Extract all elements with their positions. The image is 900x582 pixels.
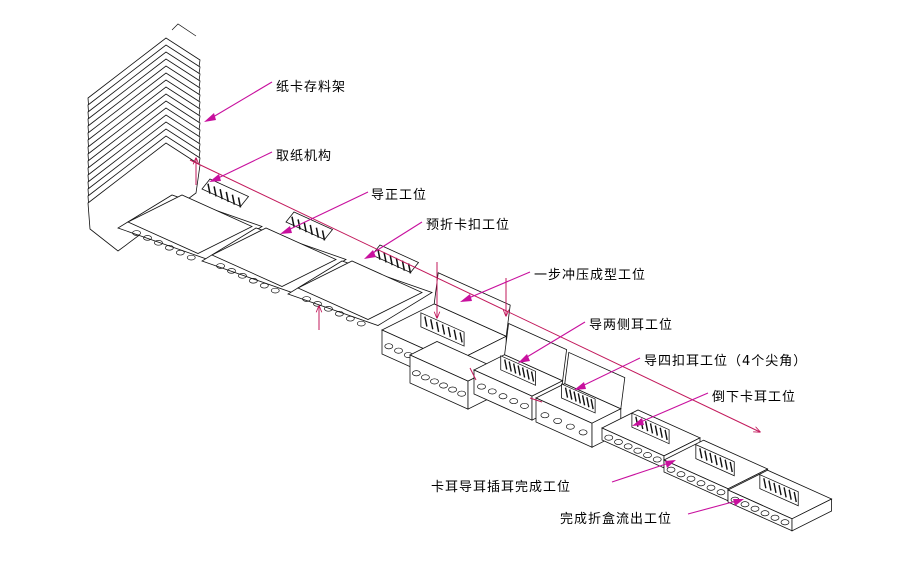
label-prefold: 预折卡扣工位 xyxy=(426,214,510,233)
label-insert-ears: 卡耳导耳插耳完成工位 xyxy=(431,476,571,495)
label-output: 完成折盒流出工位 xyxy=(560,508,672,527)
label-down-ears: 倒下卡耳工位 xyxy=(712,386,796,405)
label-magazine: 纸卡存料架 xyxy=(276,76,346,95)
label-pickup: 取纸机构 xyxy=(276,145,332,164)
label-guide: 导正工位 xyxy=(371,184,427,203)
label-side-ears: 导两侧耳工位 xyxy=(589,314,673,333)
label-press: 一步冲压成型工位 xyxy=(534,264,646,283)
label-four-ears: 导四扣耳工位（4个尖角） xyxy=(644,350,807,369)
